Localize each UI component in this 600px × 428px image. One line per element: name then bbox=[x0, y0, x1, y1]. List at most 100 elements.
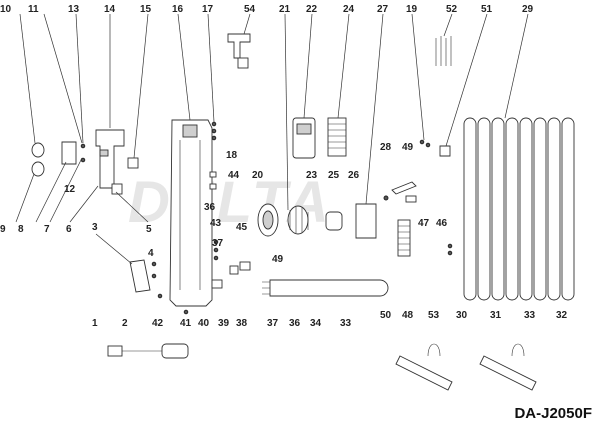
screw-37b bbox=[213, 247, 219, 253]
callout-14: 14 bbox=[104, 4, 116, 15]
leader-lines bbox=[15, 13, 529, 265]
bracket-54-base bbox=[237, 57, 249, 69]
screw-28 bbox=[383, 195, 389, 201]
callout-40: 40 bbox=[198, 318, 210, 329]
callout-43: 43 bbox=[210, 218, 222, 229]
callout-2: 2 bbox=[122, 318, 128, 329]
callout-5: 5 bbox=[146, 224, 152, 235]
callout-44: 44 bbox=[228, 170, 240, 181]
callout-22: 22 bbox=[306, 4, 318, 15]
grille-24-slats bbox=[328, 123, 346, 149]
callout-32: 32 bbox=[556, 310, 568, 321]
screw-37a bbox=[213, 239, 219, 245]
callout-29: 29 bbox=[522, 4, 534, 15]
grille-24 bbox=[327, 117, 347, 157]
part-22-window bbox=[296, 123, 312, 135]
knob-upper bbox=[31, 142, 45, 158]
callout-19: 19 bbox=[406, 4, 418, 15]
callout-53: 53 bbox=[428, 310, 440, 321]
callout-23: 23 bbox=[306, 170, 318, 181]
callout-21: 21 bbox=[279, 4, 291, 15]
callout-7: 7 bbox=[44, 224, 50, 235]
thermostat-rod bbox=[391, 181, 417, 195]
screw-4b bbox=[151, 273, 157, 279]
knob-lower bbox=[31, 161, 45, 177]
side-panel-top bbox=[182, 124, 198, 138]
callout-1: 1 bbox=[92, 318, 98, 329]
side-panel-ribs bbox=[179, 140, 201, 290]
foot-30-loop bbox=[427, 343, 441, 357]
screw-19a bbox=[419, 139, 425, 145]
callout-39: 39 bbox=[218, 318, 230, 329]
screw-46a bbox=[447, 243, 453, 249]
switch-bracket bbox=[95, 129, 125, 189]
callout-16: 16 bbox=[172, 4, 184, 15]
callout-46: 46 bbox=[436, 218, 448, 229]
motor-25 bbox=[325, 211, 343, 231]
clip-51 bbox=[439, 145, 451, 157]
callout-54: 54 bbox=[244, 4, 256, 15]
callout-28: 28 bbox=[380, 142, 392, 153]
callout-9: 9 bbox=[0, 224, 6, 235]
callout-49-top: 49 bbox=[402, 142, 414, 153]
callout-31: 31 bbox=[490, 310, 502, 321]
part-18 bbox=[209, 171, 217, 178]
bracket-5 bbox=[111, 183, 123, 195]
clip-15 bbox=[127, 157, 139, 169]
control-plate bbox=[61, 141, 77, 165]
switch-slot bbox=[99, 149, 109, 157]
part-39 bbox=[229, 265, 239, 275]
screw-19b bbox=[425, 142, 431, 148]
pins-52 bbox=[435, 36, 452, 66]
foot-31 bbox=[479, 355, 537, 391]
fan-blades bbox=[289, 207, 309, 233]
foot-30 bbox=[395, 355, 453, 391]
callout-13: 13 bbox=[68, 4, 80, 15]
screw-4a bbox=[151, 261, 157, 267]
heating-element-35 bbox=[269, 279, 389, 297]
screw-42 bbox=[157, 293, 163, 299]
callout-37-top: 37 bbox=[212, 238, 224, 249]
callout-15: 15 bbox=[140, 4, 152, 15]
callout-6: 6 bbox=[66, 224, 72, 235]
element-terminals bbox=[262, 281, 270, 295]
callout-8: 8 bbox=[18, 224, 24, 235]
callout-27: 27 bbox=[377, 4, 389, 15]
callout-35: 34 bbox=[310, 318, 322, 329]
screw-17c bbox=[211, 135, 217, 141]
callout-50: 50 bbox=[380, 310, 392, 321]
cord-coil-1 bbox=[161, 343, 189, 359]
callout-3: 3 bbox=[92, 222, 98, 233]
part-47-top bbox=[405, 195, 417, 203]
callout-25: 25 bbox=[328, 170, 340, 181]
callout-11: 11 bbox=[28, 4, 39, 15]
callout-38: 38 bbox=[236, 318, 248, 329]
screw-37c bbox=[213, 255, 219, 261]
callout-10: 10 bbox=[0, 4, 12, 15]
callout-20: 20 bbox=[252, 170, 264, 181]
callout-37: 37 bbox=[267, 318, 279, 329]
fan-housing-core bbox=[262, 210, 274, 230]
callout-51: 51 bbox=[481, 4, 493, 15]
callout-47: 47 bbox=[418, 218, 430, 229]
callout-49-mid: 49 bbox=[272, 254, 284, 265]
callout-36-top: 36 bbox=[204, 202, 216, 213]
screw-17b bbox=[211, 128, 217, 134]
callout-17: 17 bbox=[202, 4, 214, 15]
screw-41 bbox=[183, 309, 189, 315]
screw-17a bbox=[211, 121, 217, 127]
bracket-54 bbox=[227, 33, 251, 59]
callout-52: 52 bbox=[446, 4, 458, 15]
callout-30: 30 bbox=[456, 310, 468, 321]
callout-4: 4 bbox=[148, 248, 154, 259]
callout-48: 48 bbox=[402, 310, 414, 321]
callout-12: 12 bbox=[64, 184, 76, 195]
heater-50-coils bbox=[398, 225, 410, 251]
callout-42: 42 bbox=[152, 318, 164, 329]
model-code-label: DA-J2050F bbox=[514, 405, 592, 422]
part-38 bbox=[239, 261, 251, 271]
handle-3 bbox=[129, 259, 151, 293]
callout-34: 33 bbox=[340, 318, 352, 329]
